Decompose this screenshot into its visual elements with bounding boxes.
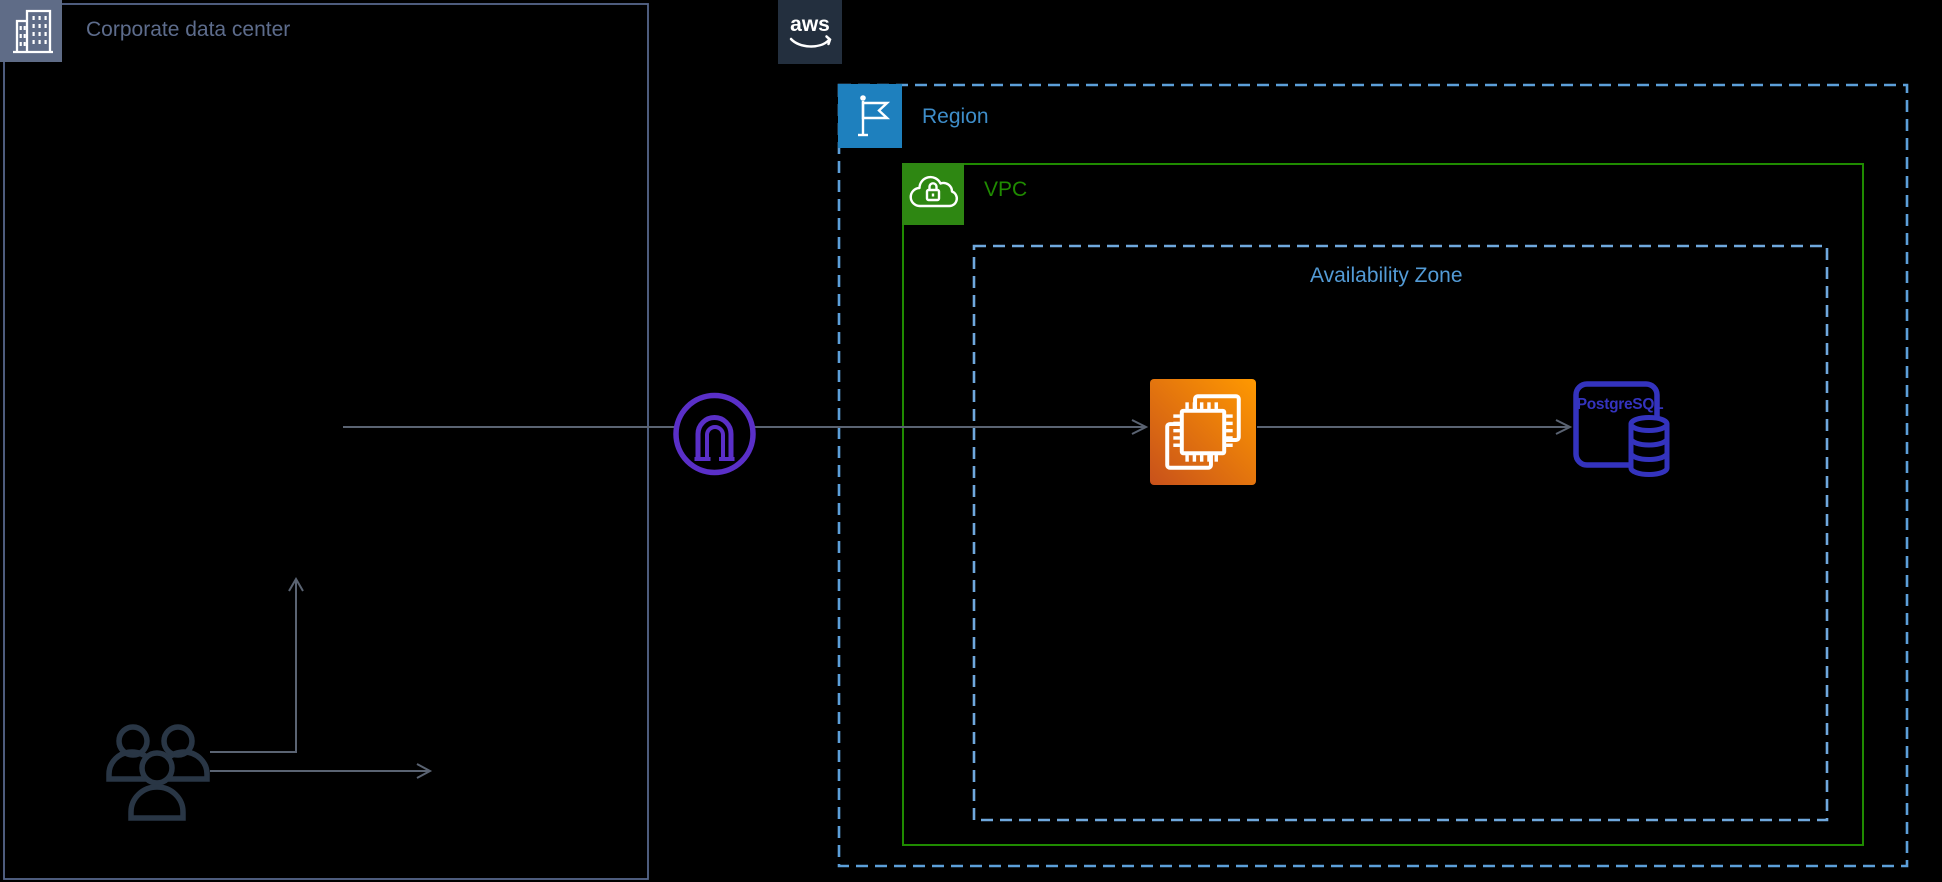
aws-logo-icon: aws [778, 0, 842, 64]
vpc-box [902, 163, 1864, 846]
users-icon [106, 722, 210, 824]
arrow-ec2-to-postgresql [1257, 419, 1573, 435]
vpc-cloud-lock-icon [902, 163, 964, 225]
vpn-gateway-icon [668, 388, 762, 482]
arrow-users-elbow-up [210, 577, 304, 753]
availability-zone-label: Availability Zone [1310, 264, 1463, 287]
aws-logo-text: aws [790, 13, 830, 36]
ec2-instance-icon [1150, 379, 1256, 485]
region-flag-icon [838, 84, 902, 148]
office-building-icon [0, 0, 62, 62]
region-label: Region [922, 105, 989, 128]
corporate-data-center-box [3, 3, 649, 880]
postgresql-label: PostgreSQL [1577, 396, 1664, 413]
corporate-data-center-label: Corporate data center [86, 18, 291, 41]
region-box [837, 83, 1909, 868]
aws-smile-swoosh [789, 35, 832, 48]
arrow-users-right [210, 763, 433, 779]
availability-zone-box [972, 244, 1829, 822]
postgresql-database-icon: PostgreSQL [1571, 376, 1673, 480]
vpc-label: VPC [984, 178, 1028, 201]
